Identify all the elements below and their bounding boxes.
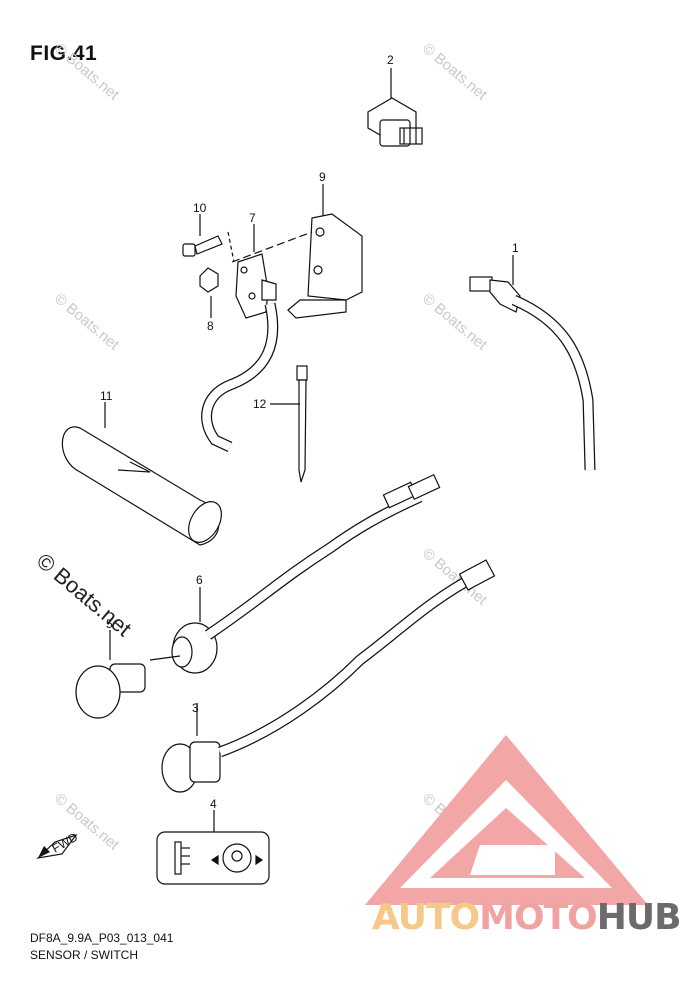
forward-direction-arrow-icon: FWD <box>36 830 81 859</box>
diagram-caption: SENSOR / SWITCH <box>30 948 139 962</box>
callout-10: 10 <box>193 201 207 215</box>
callout-1: 1 <box>512 241 519 255</box>
part-3-switch <box>161 559 496 793</box>
part-2-oil-pressure-switch <box>367 68 423 147</box>
callout-5: 5 <box>106 617 113 631</box>
callout-7: 7 <box>249 211 256 225</box>
part-5-stop-switch <box>75 630 181 719</box>
callout-2: 2 <box>387 53 394 67</box>
part-4-label-plate <box>156 810 270 885</box>
part-7-neutral-switch <box>201 224 279 452</box>
figure-title: FIG.41 <box>30 42 98 65</box>
part-8-spacer <box>199 267 219 318</box>
part-10-bolt <box>182 214 235 263</box>
callout-3: 3 <box>192 701 199 715</box>
callout-4: 4 <box>210 797 217 811</box>
brand-part-auto: AUTO <box>372 897 480 938</box>
callout-9: 9 <box>319 170 326 184</box>
fwd-label: FWD <box>50 830 81 856</box>
part-11-protector-tube <box>61 402 222 546</box>
part-6-grommet <box>171 587 218 674</box>
callout-6: 6 <box>196 573 203 587</box>
part-9-bracket <box>231 184 363 319</box>
brand-logo-triangle-icon <box>365 735 648 905</box>
wire-harness-upper <box>204 473 441 640</box>
brand-wordmark: AUTOMOTOHUB <box>372 897 682 938</box>
part-12-cable-tie <box>270 365 308 483</box>
part-1-temperature-sensor <box>469 255 596 471</box>
callout-11: 11 <box>100 389 113 403</box>
callout-12: 12 <box>253 397 267 411</box>
brand-part-moto: MOTO <box>479 897 598 938</box>
callout-8: 8 <box>207 319 214 333</box>
brand-part-hub: HUB <box>596 897 682 938</box>
diagram-code: DF8A_9.9A_P03_013_041 <box>30 931 174 945</box>
